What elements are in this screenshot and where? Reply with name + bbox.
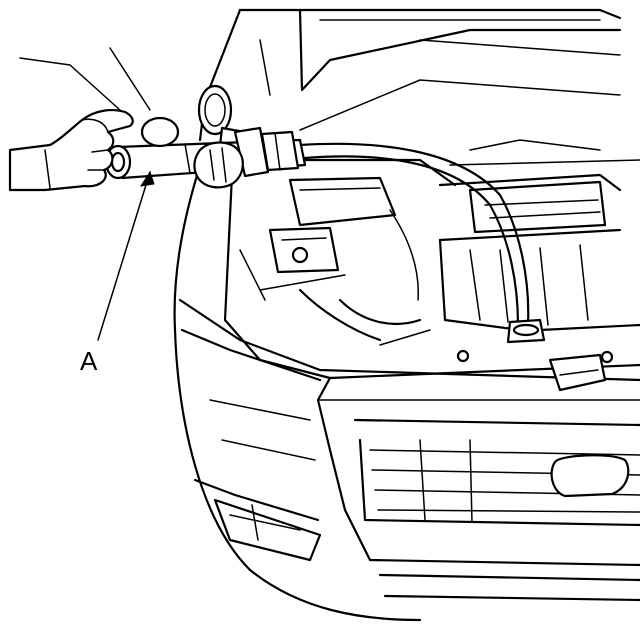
callout-leaders (19, 47, 155, 341)
hand-icon (8, 109, 244, 192)
engine-bay-icon (239, 139, 640, 392)
open-hood (198, 8, 622, 142)
vehicle-front-icon (173, 148, 640, 622)
callout-label-a: A (80, 346, 98, 376)
